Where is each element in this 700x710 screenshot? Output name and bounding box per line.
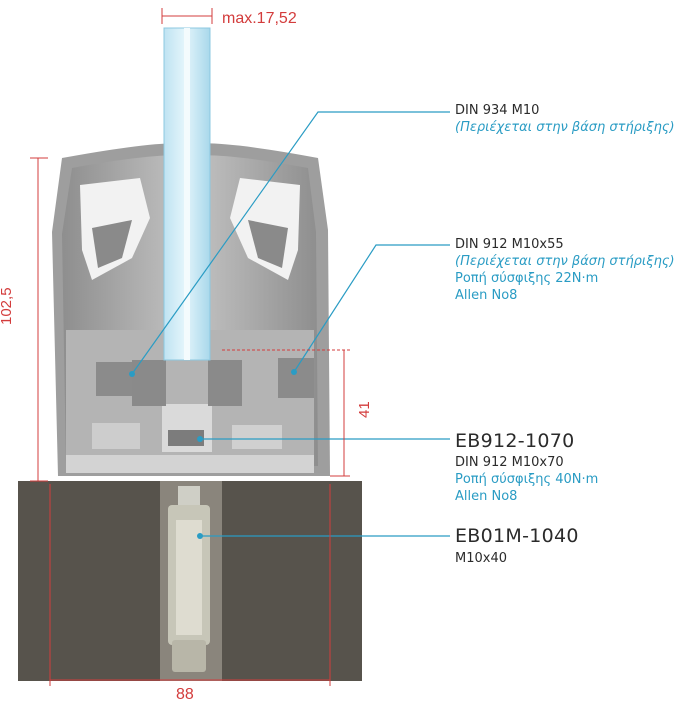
dimension-lines [30,8,350,686]
anchor-bolt [168,486,210,672]
callout-4-code: EB01M-1040 [455,525,579,547]
callout-1-note: (Περιέχεται στην βάση στήριξης) [455,120,675,135]
width-dimension-label: 88 [176,686,194,703]
insert-depth-label: 41 [356,401,373,418]
callout-leaders [129,111,450,539]
leader-line-1 [131,111,450,375]
callout-2-allen: Allen No8 [455,288,518,303]
callout-3-code: EB912-1070 [455,430,575,452]
callout-2-torque: Ροπή σύσφιξης 22N·m [455,271,599,286]
callout-2-spec: DIN 912 M10x55 [455,237,564,252]
glass-thickness-label: max.17,52 [222,10,297,27]
callout-1-spec: DIN 934 M10 [455,103,540,118]
height-dimension-label: 102,5 [0,287,15,325]
callout-2-note: (Περιέχεται στην βάση στήριξης) [455,254,675,269]
leader-dot-1 [129,371,135,377]
glass-panel [163,27,211,361]
callout-3-spec: DIN 912 M10x70 [455,455,564,470]
callout-3-allen: Allen No8 [455,489,518,504]
leader-line-2 [293,244,450,373]
leader-dot-4 [197,533,203,539]
callout-4-spec: M10x40 [455,551,507,566]
leader-dot-2 [291,369,297,375]
callout-3-torque: Ροπή σύσφιξης 40N·m [455,472,599,487]
leader-dot-3 [197,436,203,442]
